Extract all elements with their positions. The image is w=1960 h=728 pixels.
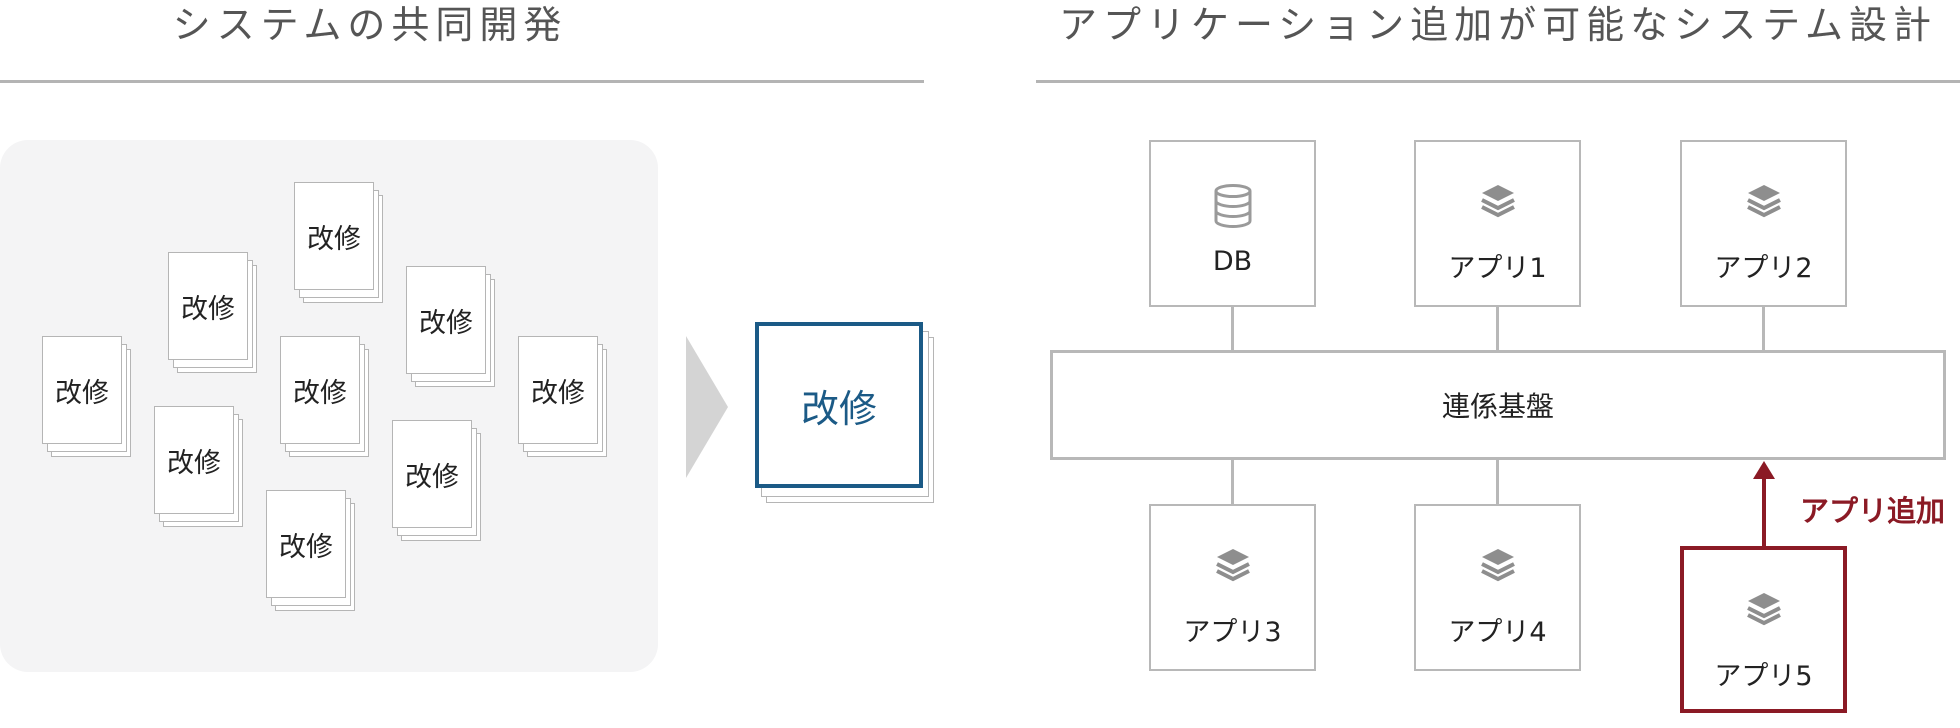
doc-label: 改修 (55, 377, 109, 409)
db-node: DB (1149, 140, 1316, 307)
doc-label: 改修 (419, 307, 473, 339)
doc-stack: 改修 (154, 406, 251, 531)
add-arrow-head (1753, 461, 1775, 479)
app1-node: アプリ1 (1414, 140, 1581, 307)
layers-icon (1480, 549, 1515, 582)
doc-label: 改修 (279, 531, 333, 563)
doc-stack: 改修 (168, 252, 265, 377)
layers-icon (1215, 549, 1250, 582)
integration-platform-bar: 連係基盤 (1050, 350, 1946, 460)
app2-node: アプリ2 (1680, 140, 1847, 307)
left-section-title: システムの共同開発 (172, 3, 568, 47)
add-arrow-line (1762, 476, 1766, 548)
doc-stack: 改修 (294, 182, 391, 307)
connector-app2 (1762, 306, 1765, 352)
merged-doc-label: 改修 (800, 386, 877, 431)
app3-node: アプリ3 (1149, 504, 1316, 671)
app2-label: アプリ2 (1714, 253, 1813, 284)
integration-platform-label: 連係基盤 (1441, 390, 1554, 423)
doc-label: 改修 (405, 461, 459, 493)
doc-stack: 改修 (518, 336, 615, 461)
add-app-label: アプリ追加 (1800, 494, 1946, 528)
right-title-rule (1036, 80, 1960, 83)
doc-label: 改修 (181, 293, 235, 325)
doc-stack: 改修 (406, 266, 503, 391)
right-section-title: アプリケーション追加が可能なシステム設計 (1058, 3, 1938, 47)
connector-db (1231, 306, 1234, 352)
db-label: DB (1212, 246, 1253, 277)
app3-label: アプリ3 (1183, 617, 1282, 648)
app5-node: アプリ5 (1680, 546, 1847, 713)
layers-icon (1480, 185, 1515, 218)
merged-doc-stack: 改修 (755, 322, 940, 504)
left-title-rule (0, 80, 924, 83)
app4-label: アプリ4 (1448, 617, 1547, 648)
doc-stack: 改修 (392, 420, 489, 545)
connector-app3 (1231, 458, 1234, 504)
doc-stack: 改修 (266, 490, 363, 615)
database-icon (1214, 184, 1251, 228)
doc-stack: 改修 (280, 336, 377, 461)
connector-app4 (1496, 458, 1499, 504)
connector-app1 (1496, 306, 1499, 352)
app1-label: アプリ1 (1448, 253, 1547, 284)
doc-stack: 改修 (42, 336, 139, 461)
transition-chevron (686, 336, 728, 478)
doc-label: 改修 (293, 377, 347, 409)
doc-label: 改修 (307, 223, 361, 255)
doc-label: 改修 (167, 447, 221, 479)
layers-icon (1746, 185, 1781, 218)
layers-icon (1746, 593, 1781, 626)
doc-label: 改修 (531, 377, 585, 409)
app5-label: アプリ5 (1714, 661, 1813, 692)
app4-node: アプリ4 (1414, 504, 1581, 671)
